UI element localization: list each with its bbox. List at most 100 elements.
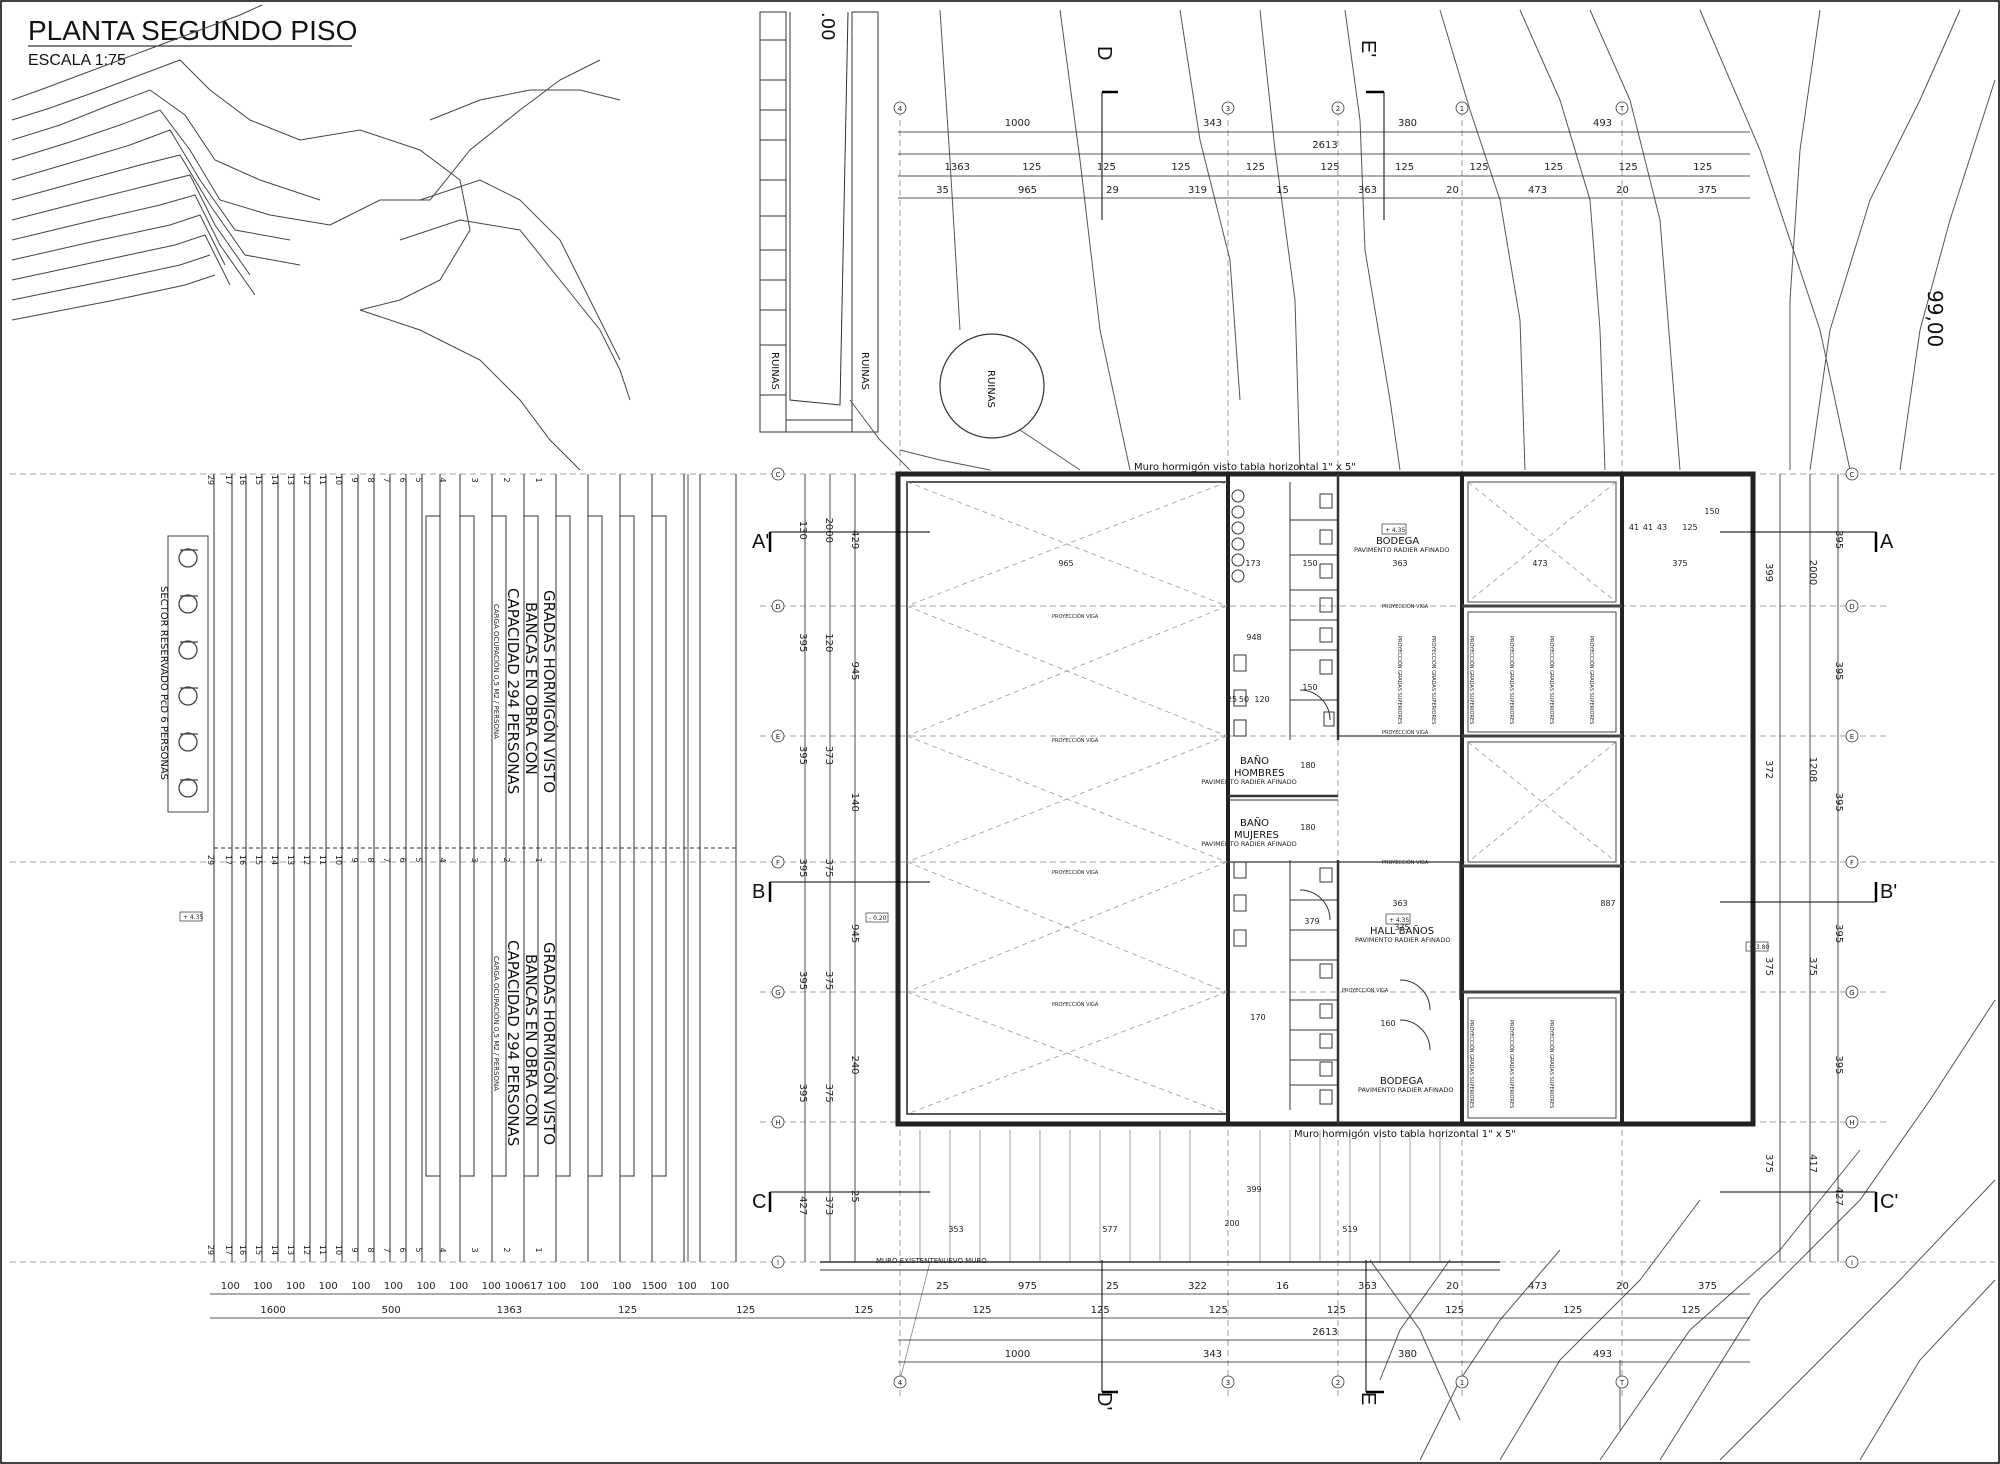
bleacher-row-number: 12 xyxy=(302,475,311,485)
dim-right-b: 1208 xyxy=(1807,757,1818,782)
col-axis-bubble-3-top xyxy=(1221,101,1235,115)
room-name-2: MUJERES xyxy=(1234,830,1279,841)
wall-existing-label: MURO EXISTENTE xyxy=(876,1257,938,1265)
level-mid: - 0.20 xyxy=(869,915,887,922)
row-axis-bubble-G-left xyxy=(771,985,785,999)
dim-inner: 125 xyxy=(1682,523,1697,532)
bleacher-row-number: 10 xyxy=(334,475,343,485)
wall-label-bottom: Muro hormigón visto tabla horizontal 1" … xyxy=(1294,1128,1516,1140)
dim-inner: 41 xyxy=(1629,523,1639,532)
bleacher-row-number: 5 xyxy=(414,477,423,482)
dim-inner: 363 xyxy=(1392,559,1407,568)
dim-bottom-row1b: 975 xyxy=(1018,1281,1037,1292)
dim-inner: 120 xyxy=(1254,695,1269,704)
bleacher-row-number: 8 xyxy=(366,477,375,482)
section-c: C xyxy=(752,1191,766,1213)
projection-2: PROYECCIÓN VIGA xyxy=(1052,737,1099,744)
projection-7: PROYECCIÓN VIGA xyxy=(1382,859,1429,866)
row-axis-bubble-G-right xyxy=(1845,985,1859,999)
dim-left-b: 375 xyxy=(823,858,834,877)
dim-bottom-row1b: 25 xyxy=(1106,1281,1119,1292)
section-d: D xyxy=(1093,46,1115,60)
room-floor: PAVIMENTO RADIER AFINADO xyxy=(1355,936,1450,944)
reserved-sector-label: SECTOR RESERVADO PcD 6 PERSONAS xyxy=(158,586,169,780)
bleacher-row-number: 11 xyxy=(318,475,327,485)
room-name: BAÑO xyxy=(1240,754,1269,767)
room-bodega-top: + 4.35 BODEGA PAVIMENTO RADIER AFINADO xyxy=(1354,523,1449,554)
dim-bottom-row1: 100 xyxy=(612,1281,631,1292)
bleacher-row-number: 5 xyxy=(414,857,423,862)
projection-roof-3: PROYECCIÓN GRADAS SUPERIORES xyxy=(1548,636,1555,724)
dim-inner: 180 xyxy=(1300,761,1315,770)
bleacher-row-number: 16 xyxy=(238,1245,247,1255)
dim-top-row1: 380 xyxy=(1398,118,1417,129)
projection-roof-6: PROYECCIÓN GRADAS SUPERIORES xyxy=(1508,1020,1515,1108)
dim-inner: 399 xyxy=(1246,1185,1261,1194)
dim-bottom-row2: 125 xyxy=(736,1305,755,1316)
dim-left-c: 429 xyxy=(849,530,860,549)
bleacher-row-number: 16 xyxy=(238,855,247,865)
dim-inner: 375 xyxy=(1672,559,1687,568)
projection-6: PROYECCIÓN VIGA xyxy=(1382,729,1429,736)
dim-bottom-row2: 125 xyxy=(1445,1305,1464,1316)
bleacher-row-number: 29 xyxy=(206,475,215,485)
dim-top-row3: 125 xyxy=(1097,162,1116,173)
bleacher-row-number: 15 xyxy=(254,1245,263,1255)
section-a-prime: A' xyxy=(752,531,769,553)
ruins-wall xyxy=(759,11,879,433)
dim-top-row3: 125 xyxy=(1470,162,1489,173)
building-walls xyxy=(895,471,1756,1127)
page-title: PLANTA SEGUNDO PISO xyxy=(28,15,357,46)
dim-right-c: 372 xyxy=(1763,760,1774,779)
section-d-prime: D' xyxy=(1093,1392,1115,1410)
stand-2-line-2: BANCAS EN OBRA CON xyxy=(522,954,540,1127)
wall-new-label: NUEVO MURO xyxy=(938,1257,987,1265)
terrain-contours-left xyxy=(11,4,631,471)
bleacher-row-number: 11 xyxy=(318,1245,327,1255)
dim-left-b: 2000 xyxy=(823,518,834,543)
col-axis-bubble-T-top xyxy=(1615,101,1629,115)
wall-legend: MURO EXISTENTE NUEVO MURO xyxy=(820,1257,1500,1271)
bleacher-row-number: 6 xyxy=(398,857,407,862)
stand-1-line-4: CARGA OCUPACIÓN 0,5 M2 / PERSONA xyxy=(492,604,501,739)
dim-bottom-row1b: 473 xyxy=(1528,1281,1547,1292)
bleacher-row-number: 4 xyxy=(438,477,447,482)
projection-roof-5: PROYECCIÓN GRADAS SUPERIORES xyxy=(1468,1020,1475,1108)
row-axis-bubble-F-left xyxy=(771,855,785,869)
dim-bottom-row2: 500 xyxy=(382,1305,401,1316)
bleacher-row-number: 9 xyxy=(350,1247,359,1252)
row-axis-label: E xyxy=(776,733,780,741)
dim-top-row4: 35 xyxy=(936,185,949,196)
bleacher-row-number: 17 xyxy=(224,1245,233,1255)
projection-roof-7: PROYECCIÓN GRADAS SUPERIORES xyxy=(1548,1020,1555,1108)
col-axis-bubble-1-top xyxy=(1455,101,1469,115)
dim-right-a: 395 xyxy=(1833,530,1844,549)
bleacher-row-number: 3 xyxy=(470,1247,479,1252)
bleacher-row-number: 29 xyxy=(206,855,215,865)
dim-bottom-row1b: 25 xyxy=(936,1281,949,1292)
section-b: B xyxy=(752,881,765,903)
contour-label-99: 99,00 xyxy=(1923,290,1947,347)
dim-top-row4: 473 xyxy=(1528,185,1547,196)
dim-bottom-row1: 100 xyxy=(710,1281,729,1292)
dim-bottom-row1: 100 xyxy=(351,1281,370,1292)
row-axis-bubble-D-left xyxy=(771,599,785,613)
col-axis-label: T xyxy=(1619,105,1625,113)
dim-top-row2: 2613 xyxy=(1312,140,1337,151)
bleacher-row-number: 13 xyxy=(286,855,295,865)
row-axis-label: C xyxy=(776,471,781,479)
row-axis-label: E xyxy=(1850,733,1854,741)
stand-2-line-3: CAPACIDAD 294 PERSONAS xyxy=(504,940,522,1146)
bleacher-row-number: 13 xyxy=(286,1245,295,1255)
section-e: E xyxy=(1357,1392,1379,1405)
bleacher-row-number: 29 xyxy=(206,1245,215,1255)
dim-right-a: 395 xyxy=(1833,1055,1844,1074)
grid-axes-rows xyxy=(10,473,1995,1263)
bleacher-row-number: 12 xyxy=(302,855,311,865)
dim-top-row3: 125 xyxy=(1171,162,1190,173)
grid-axes-cols xyxy=(899,110,1623,1400)
dim-bottom-row2: 125 xyxy=(1681,1305,1700,1316)
